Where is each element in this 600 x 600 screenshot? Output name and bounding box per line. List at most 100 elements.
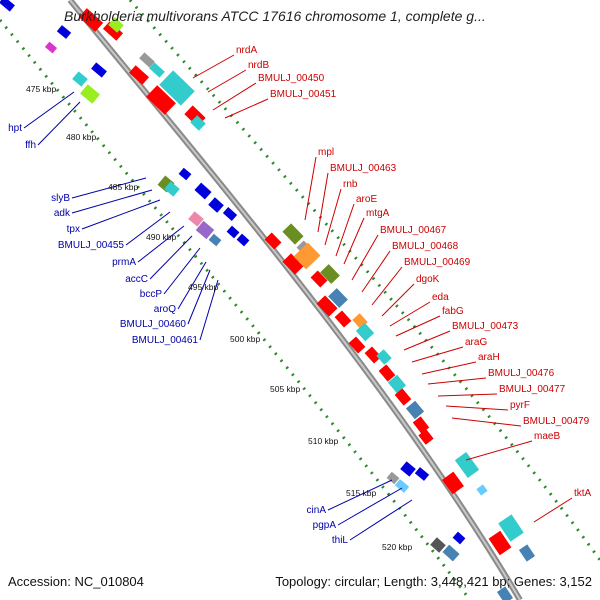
leader-line bbox=[533, 497, 573, 523]
gene-blocks bbox=[0, 0, 536, 600]
gene-block bbox=[320, 264, 340, 284]
gene-block bbox=[376, 349, 392, 365]
gene-block bbox=[430, 537, 446, 553]
reverse-gene-label: BMULJ_00460 bbox=[120, 319, 187, 330]
gene-block bbox=[139, 52, 155, 68]
gene-block bbox=[496, 586, 514, 600]
kbp-tick-label: 475 kbp bbox=[26, 84, 57, 94]
leader-line bbox=[371, 266, 403, 306]
page-title: Burkholderia multivorans ATCC 17616 chro… bbox=[64, 8, 486, 24]
gene-block bbox=[394, 388, 412, 406]
gene-block bbox=[146, 85, 176, 115]
leader-line bbox=[349, 499, 413, 541]
forward-gene-label: BMULJ_00451 bbox=[270, 89, 337, 100]
leader-line bbox=[125, 211, 171, 246]
gene-block bbox=[412, 416, 430, 434]
kbp-tick-label: 510 kbp bbox=[308, 436, 339, 446]
label-leader-lines bbox=[23, 54, 573, 541]
leader-line bbox=[427, 377, 487, 385]
reverse-gene-label: bccP bbox=[140, 289, 163, 300]
gene-block bbox=[194, 182, 212, 200]
length-label: Length: bbox=[383, 574, 428, 589]
gene-block bbox=[387, 374, 407, 394]
accession-value: NC_010804 bbox=[74, 574, 144, 589]
gene-block bbox=[405, 400, 425, 420]
leader-line bbox=[37, 101, 81, 146]
forward-gene-label: nrdB bbox=[248, 60, 269, 71]
leader-line bbox=[327, 479, 393, 511]
leader-line bbox=[445, 405, 509, 411]
gene-block bbox=[195, 220, 215, 240]
leader-line bbox=[437, 393, 498, 397]
gene-block bbox=[378, 364, 396, 382]
gene-block bbox=[316, 295, 338, 317]
gene-block bbox=[91, 62, 107, 78]
leader-line bbox=[317, 172, 329, 233]
leader-line bbox=[199, 279, 219, 341]
forward-gene-label: nrdA bbox=[236, 45, 257, 56]
reverse-gene-label: tpx bbox=[67, 224, 80, 235]
gene-block bbox=[498, 514, 524, 542]
gene-block bbox=[72, 71, 88, 87]
gene-block bbox=[0, 0, 15, 12]
leader-line bbox=[224, 98, 269, 119]
genome-summary: Topology: circular; Length: 3,448,421 bp… bbox=[275, 574, 592, 589]
gene-block bbox=[414, 467, 430, 481]
leader-line bbox=[389, 301, 431, 327]
gene-block bbox=[334, 310, 352, 328]
kbp-tick-label: 485 kbp bbox=[108, 182, 139, 192]
reverse-gene-label: ffh bbox=[25, 140, 36, 151]
leader-line bbox=[395, 315, 441, 337]
leader-line bbox=[351, 234, 379, 281]
gene-block bbox=[488, 530, 512, 556]
reverse-gene-label: pgpA bbox=[313, 520, 337, 531]
leader-line bbox=[177, 261, 207, 310]
leader-line bbox=[335, 203, 355, 257]
leader-line bbox=[381, 283, 415, 317]
summary-separator: ; bbox=[376, 574, 381, 589]
gene-block bbox=[56, 25, 72, 39]
forward-gene-label: mtgA bbox=[366, 208, 390, 219]
gene-block bbox=[128, 65, 150, 85]
forward-gene-label: maeB bbox=[534, 431, 560, 442]
leader-line bbox=[192, 54, 235, 79]
leader-line bbox=[187, 269, 211, 325]
kbp-tick-label: 490 kbp bbox=[146, 232, 177, 242]
kbp-tick-label: 505 kbp bbox=[270, 384, 301, 394]
leader-line bbox=[23, 91, 75, 129]
leader-line bbox=[212, 82, 257, 111]
forward-gene-label: rnb bbox=[343, 179, 358, 190]
gene-block bbox=[208, 233, 222, 247]
forward-gene-label: BMULJ_00467 bbox=[380, 225, 447, 236]
leader-line bbox=[465, 440, 533, 461]
gene-block bbox=[282, 223, 304, 245]
length-value: 3,448,421 bp bbox=[430, 574, 507, 589]
forward-gene-label: mpl bbox=[318, 147, 334, 158]
forward-gene-label: fabG bbox=[442, 306, 464, 317]
gene-block bbox=[355, 322, 375, 342]
leader-line bbox=[71, 177, 147, 199]
forward-gene-label: araH bbox=[478, 352, 500, 363]
gene-block bbox=[80, 84, 100, 104]
gene-block bbox=[188, 211, 204, 227]
leader-line bbox=[304, 156, 317, 221]
gene-block bbox=[44, 41, 58, 54]
gene-block bbox=[442, 471, 464, 495]
gene-block bbox=[190, 115, 206, 131]
forward-gene-label: BMULJ_00476 bbox=[488, 368, 555, 379]
reverse-gene-label: slyB bbox=[51, 193, 70, 204]
leader-line bbox=[361, 250, 391, 293]
forward-gene-label: BMULJ_00479 bbox=[523, 416, 590, 427]
gene-block bbox=[164, 181, 180, 197]
leader-line bbox=[137, 225, 185, 263]
gene-block bbox=[282, 253, 304, 275]
leader-line bbox=[163, 247, 201, 295]
gene-block bbox=[222, 207, 238, 221]
reverse-gene-label: accC bbox=[125, 274, 148, 285]
leader-line bbox=[337, 487, 403, 526]
leader-line bbox=[207, 69, 247, 93]
forward-gene-label: aroE bbox=[356, 194, 377, 205]
